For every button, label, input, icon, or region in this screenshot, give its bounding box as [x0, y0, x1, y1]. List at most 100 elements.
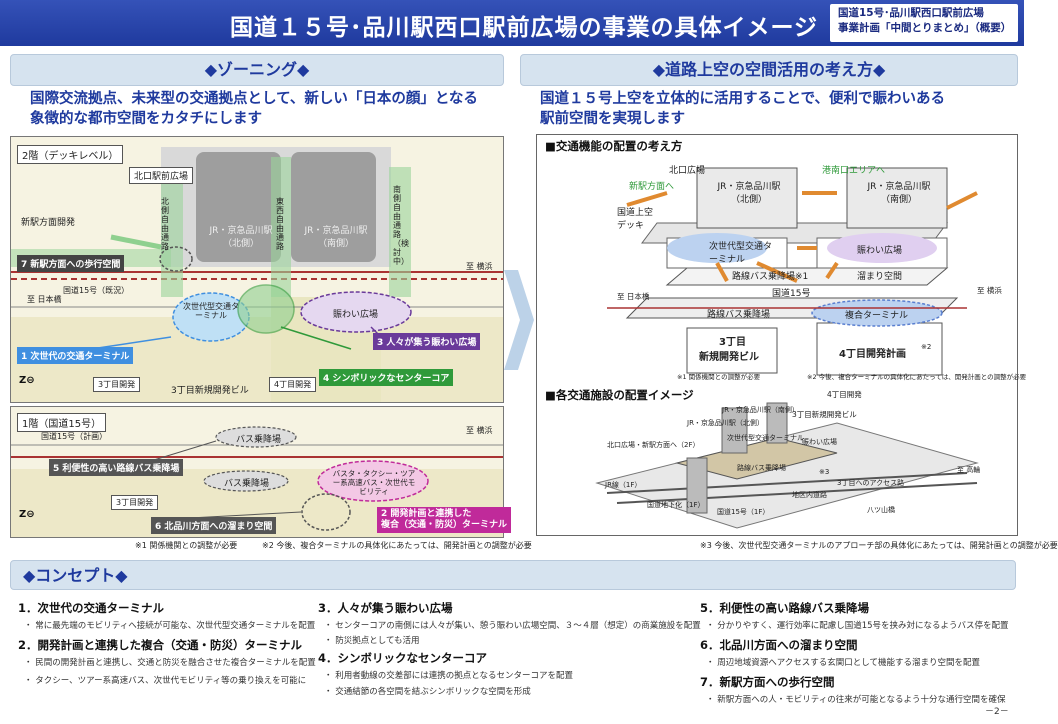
upper-road-north: 北側自由通路: [161, 197, 169, 251]
subtitle-line-2: 事業計画「中間とりまとめ」（概要）: [838, 22, 1012, 34]
upper-to-yokohama: 至 横浜: [466, 262, 493, 271]
space-lead: 国道１５号上空を立体的に活用することで、便利で賑わいある 駅前空間を実現します: [540, 89, 1010, 129]
box1-overpass: 国道上空デッキ: [617, 208, 654, 231]
space-lead-2: 駅前空間を実現します: [540, 111, 685, 127]
tag-4-center-core: 4 シンボリックなセンターコア: [319, 369, 454, 386]
concept-3-sub-1: ・ センターコアの南側には人々が集い、憩う賑わい広場空間、３～４層（想定）の商業…: [324, 621, 701, 631]
box2-station-south: JR・京急品川駅（南側）: [722, 406, 799, 414]
concept-2-sub-1: ・ 民間の開発計画と連携し、交通と防災を融合させた複合ターミナルを配置: [24, 658, 316, 668]
lower-bus-2: バス乗降場: [224, 479, 270, 489]
box1-to-yokohama: 至 横浜: [977, 286, 1002, 295]
tag-2-line-2: 複合（交通・防災）ターミナル: [381, 520, 508, 530]
box2-access: 3丁目へのアクセス路: [837, 479, 905, 487]
lower-to-yokohama: 至 横浜: [466, 426, 493, 435]
concept-2-sub-2: ・ タクシー、ツアー系高速バス、次世代モビリティ等の乗り換えを可能に: [24, 676, 307, 686]
space-panel: ■交通機能の配置の考え方 北口広場 新駅方面へ 港南口エリアへ JR・京急品川駅…: [536, 134, 1026, 536]
zoning-heading: ◆ゾーニング◆: [10, 54, 504, 86]
box1-bldg3-b: 新規開発ビル: [699, 352, 759, 363]
box2-jr-line: JR線（1F）: [605, 481, 642, 489]
box1-terminal: 次世代型交通ターミナル: [709, 242, 773, 265]
subtitle-line-1: 国道15号･品川駅西口駅前広場: [838, 7, 984, 19]
concept-6-sub-1: ・ 周辺地域資源へアクセスする玄関口として機能する溜まり空間を配置: [706, 658, 981, 668]
upper-to-nihonbashi: 至 日本橋: [27, 295, 62, 304]
zoning-note-2: ※2 今後、複合ターミナルの具体化にあたっては、開発計画との調整が必要: [262, 541, 532, 550]
concept-4-sub-1: ・ 利用者動線の交差部には連携の拠点となるセンターコアを配置: [324, 671, 573, 681]
upper-dev-3: 3丁目開発: [93, 377, 141, 392]
box2-plaza: 賑わい広場: [802, 438, 837, 446]
box1-north-plaza: 北口広場: [669, 166, 706, 176]
upper-dev-4: 4丁目開発: [269, 377, 317, 392]
box1-note-1: ※1 関係機関との調整が必要: [677, 373, 761, 381]
concept-5-title: 5．利便性の高い路線バス乗降場: [700, 601, 869, 615]
box1-station-south: JR・京急品川駅（南側）: [867, 182, 931, 205]
box1-station-north: JR・京急品川駅（北側）: [717, 182, 781, 205]
north-arrow-icon: Z⊖: [19, 509, 35, 520]
flow-arrow-icon: [504, 270, 534, 370]
space-note-3: ※3 今後、次世代型交通ターミナルのアプローチ部の具体化にあたっては、開発計画と…: [700, 541, 1058, 550]
upper-terminal: 次世代型交通ターミナル: [183, 302, 239, 320]
zoning-note-1: ※1 関係機関との調整が必要: [135, 541, 238, 550]
box2-to-takanawa: 至 高輪: [957, 466, 981, 474]
upper-road-south: 南側自由通路（検討中）: [393, 185, 409, 266]
upper-station-north: JR・京急品川駅（北側）: [209, 226, 273, 249]
box1-tamari: 溜まり空間: [857, 272, 903, 282]
tag-3-plaza: 3 人々が集う賑わい広場: [373, 333, 481, 350]
zoning-upper-map: 2階（デッキレベル） 北口駅前広場 新駅方面開発 北側自由通路 東西自由通路 南…: [10, 136, 504, 403]
box2-title: ■各交通施設の配置イメージ: [545, 388, 694, 402]
tag-5-bus-stop: 5 利便性の高い路線バス乗降場: [49, 459, 184, 476]
upper-area-new-station: 新駅方面開発: [21, 218, 76, 228]
upper-route15: 国道15号（既況）: [63, 286, 130, 295]
page-title: 国道１５号･品川駅西口駅前広場の事業の具体イメージ: [230, 15, 819, 41]
upper-dev-3-bldg: 3丁目新規開発ビル: [171, 386, 249, 396]
box1-to-new-station: 新駅方面へ: [629, 182, 675, 192]
concept-heading: ◆コンセプト◆: [10, 560, 1016, 590]
box1-to-konan: 港南口エリアへ: [822, 166, 886, 176]
concept-col-2: 3．人々が集う賑わい広場 ・ センターコアの南側には人々が集い、憩う賑わい広場空…: [318, 600, 701, 697]
box2-bldg3: 3丁目新規開発ビル: [792, 410, 857, 419]
upper-level-label: 2階（デッキレベル）: [17, 145, 124, 164]
lower-terminal-mix: バスタ・タクシー・ツアー系高速バス・次世代モビリティ: [332, 469, 416, 496]
zoning-lead-1: 国際交流拠点、未来型の交通拠点として、新しい「日本の顔」となる: [30, 91, 478, 107]
box1-plaza: 賑わい広場: [857, 246, 903, 256]
upper-plaza: 賑わい広場: [333, 310, 379, 320]
subtitle-box: [830, 4, 1018, 42]
zoning-lower-map: 1階（国道15号） 国道15号（計画） 至 横浜 バス乗降場 バス乗降場 バスタ…: [10, 406, 512, 538]
box2-mark: ※3: [819, 468, 830, 476]
box1-plan4-note: ※2: [921, 343, 932, 351]
zoning-lead-2: 象徴的な都市空間をカタチにします: [30, 111, 262, 127]
concept-5-sub-1: ・ 分かりやすく、運行効率に配慮し国道15号を挟み対になるようバス停を配置: [706, 621, 1009, 631]
concept-3-sub-2: ・ 防災拠点としても活用: [324, 636, 420, 646]
zoning-lead: 国際交流拠点、未来型の交通拠点として、新しい「日本の顔」となる 象徴的な都市空間…: [30, 89, 510, 129]
box2-dev4: 4丁目開発: [827, 390, 862, 399]
concept-4-title: 4．シンボリックなセンターコア: [318, 651, 487, 665]
tag-7-pedestrian: 7 新駅方面への歩行空間: [17, 255, 125, 272]
box2-yatsuyama: 八ツ山橋: [867, 506, 895, 514]
box2-underground: 国道地下化（1F）: [647, 501, 705, 509]
box1-title: ■交通機能の配置の考え方: [545, 139, 683, 153]
box2-hinterland: 地区内道路: [792, 491, 827, 499]
north-arrow-icon: Z⊖: [19, 375, 35, 386]
concept-3-title: 3．人々が集う賑わい広場: [318, 601, 453, 615]
box1-bus-upper: 路線バス乗降場※1: [732, 272, 809, 282]
concept-2-title: 2．開発計画と連携した複合（交通・防災）ターミナル: [18, 638, 302, 652]
box1-bus-lower: 路線バス乗降場: [707, 310, 771, 320]
tag-2-complex-terminal: 2 開発計画と連携した 複合（交通・防災）ターミナル: [377, 507, 512, 533]
box2-bus: 路線バス乗降場: [737, 464, 786, 472]
box2-station-north: JR・京急品川駅（北側）: [687, 419, 764, 427]
concept-7-sub-1: ・ 新駅方面への人・モビリティの往来が可能となるよう十分な通行空間を確保: [706, 695, 1006, 705]
box2-route15: 国道15号（1F）: [717, 508, 770, 516]
tag-2-line-1: 2 開発計画と連携した: [381, 509, 472, 519]
upper-station-south: JR・京急品川駅（南側）: [304, 226, 368, 249]
concept-1-sub-1: ・ 常に最先端のモビリティへ接続が可能な、次世代型交通ターミナルを配置: [24, 621, 316, 631]
page-number: －2－: [985, 707, 1009, 717]
box1-plan4: 4丁目開発計画: [839, 349, 906, 360]
concept-7-title: 7．新駅方面への歩行空間: [700, 675, 835, 689]
box1-diagram: [607, 167, 978, 376]
box2-north-plaza: 北口広場・新駅方面へ（2F）: [607, 441, 700, 449]
lower-route15: 国道15号（計画）: [41, 432, 108, 441]
lower-level-label: 1階（国道15号）: [17, 413, 107, 432]
box1-route15: 国道15号: [772, 289, 811, 299]
upper-road-east-west: 東西自由通路: [276, 197, 284, 251]
tag-6-tamari: 6 北品川方面への溜まり空間: [151, 517, 277, 534]
space-heading: ◆道路上空の空間活用の考え方◆: [520, 54, 1018, 86]
